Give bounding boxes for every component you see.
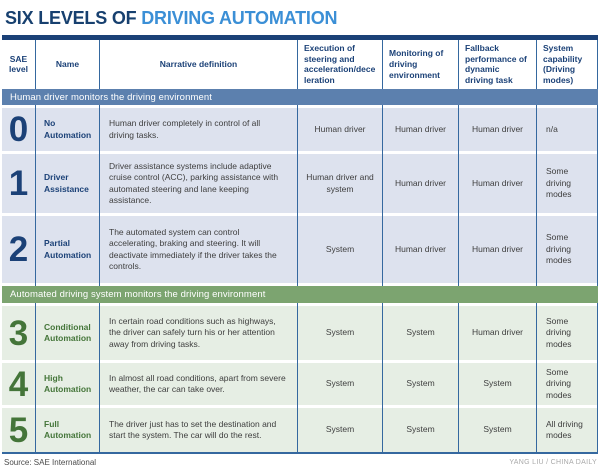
execution-value: Human driver	[297, 108, 382, 151]
capability-value: Some driving modes	[536, 363, 598, 405]
table-row-level-3: 3 Conditional Automation In certain road…	[2, 306, 598, 360]
table-header-row: SAE level Name Narrative definition Exec…	[2, 40, 598, 89]
page-title: SIX LEVELS OF DRIVING AUTOMATION	[2, 6, 598, 35]
header-execution: Execution of steering and acceleration/d…	[297, 40, 382, 89]
footer: Source: SAE International YANG LIU / CHI…	[2, 454, 598, 467]
header-monitoring: Monitoring of driving environment	[382, 40, 458, 89]
execution-value: Human driver and system	[297, 154, 382, 213]
narrative-definition: In certain road conditions such as highw…	[99, 306, 297, 360]
table-bottom-rule	[2, 452, 598, 454]
level-number: 1	[8, 164, 29, 203]
section-band-human-driver: Human driver monitors the driving enviro…	[2, 89, 598, 105]
monitoring-value: Human driver	[382, 216, 458, 283]
row-gap	[2, 283, 598, 286]
narrative-definition: Human driver completely in control of al…	[99, 108, 297, 151]
level-number: 4	[8, 364, 29, 404]
narrative-definition: In almost all road conditions, apart fro…	[99, 363, 297, 405]
source-credit: Source: SAE International	[4, 457, 97, 467]
row-gap	[2, 405, 598, 408]
capability-value: Some driving modes	[536, 154, 598, 213]
table-row-level-4: 4 High Automation In almost all road con…	[2, 363, 598, 405]
narrative-definition: The driver just has to set the destinati…	[99, 408, 297, 452]
capability-value: Some driving modes	[536, 216, 598, 283]
table-row-level-0: 0 No Automation Human driver completely …	[2, 108, 598, 151]
level-name: Full Automation	[35, 408, 99, 452]
level-number: 2	[8, 230, 29, 269]
header-fallback: Fallback performance of dynamic driving …	[458, 40, 536, 89]
level-name: Conditional Automation	[35, 306, 99, 360]
execution-value: System	[297, 216, 382, 283]
capability-value: All driving modes	[536, 408, 598, 452]
narrative-definition: The automated system can control acceler…	[99, 216, 297, 283]
level-number: 0	[8, 110, 29, 149]
table-row-level-1: 1 Driver Assistance Driver assistance sy…	[2, 154, 598, 213]
monitoring-value: System	[382, 363, 458, 405]
row-gap	[2, 303, 598, 306]
title-highlight: DRIVING AUTOMATION	[141, 8, 338, 28]
level-name: Driver Assistance	[35, 154, 99, 213]
table-row-level-5: 5 Full Automation The driver just has to…	[2, 408, 598, 452]
fallback-value: Human driver	[458, 216, 536, 283]
level-name: Partial Automation	[35, 216, 99, 283]
fallback-value: Human driver	[458, 154, 536, 213]
monitoring-value: System	[382, 306, 458, 360]
row-gap	[2, 360, 598, 363]
table-row-level-2: 2 Partial Automation The automated syste…	[2, 216, 598, 283]
row-gap	[2, 151, 598, 154]
execution-value: System	[297, 408, 382, 452]
fallback-value: System	[458, 363, 536, 405]
level-number: 5	[8, 410, 29, 450]
capability-value: Some driving modes	[536, 306, 598, 360]
execution-value: System	[297, 306, 382, 360]
author-credit: YANG LIU / CHINA DAILY	[509, 458, 597, 466]
level-name: High Automation	[35, 363, 99, 405]
monitoring-value: System	[382, 408, 458, 452]
header-narrative-definition: Narrative definition	[99, 40, 297, 89]
section-band-automated-system: Automated driving system monitors the dr…	[2, 286, 598, 303]
monitoring-value: Human driver	[382, 154, 458, 213]
level-number: 3	[8, 313, 29, 353]
header-system-capability: System capability (Driving modes)	[536, 40, 598, 89]
row-gap	[2, 213, 598, 216]
monitoring-value: Human driver	[382, 108, 458, 151]
title-rule	[2, 35, 598, 40]
title-prefix: SIX LEVELS OF	[5, 8, 142, 28]
row-gap	[2, 105, 598, 108]
row-gap	[2, 87, 598, 89]
fallback-value: Human driver	[458, 306, 536, 360]
header-sae-level: SAE level	[9, 53, 28, 75]
fallback-value: Human driver	[458, 108, 536, 151]
header-name: Name	[35, 40, 99, 89]
narrative-definition: Driver assistance systems include adapti…	[99, 154, 297, 213]
capability-value: n/a	[536, 108, 598, 151]
execution-value: System	[297, 363, 382, 405]
level-name: No Automation	[35, 108, 99, 151]
fallback-value: System	[458, 408, 536, 452]
